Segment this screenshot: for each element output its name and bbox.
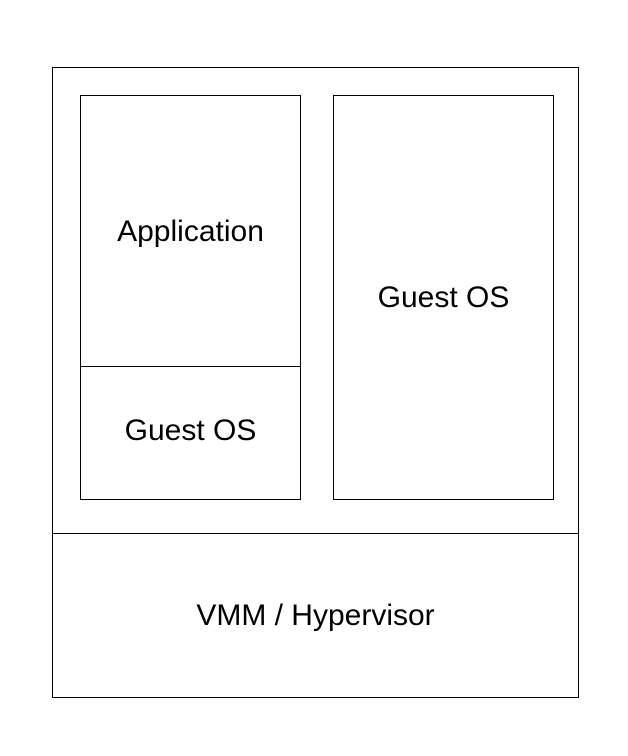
left-vm-divider [80,366,301,367]
application-label: Application [117,215,264,248]
left-vm-box [80,95,301,500]
hypervisor-label: VMM / Hypervisor [196,599,435,632]
left-guest-os-label: Guest OS [124,414,257,447]
hypervisor-divider [52,533,579,534]
right-vm-box [333,95,554,500]
right-guest-os-label: Guest OS [377,281,510,314]
